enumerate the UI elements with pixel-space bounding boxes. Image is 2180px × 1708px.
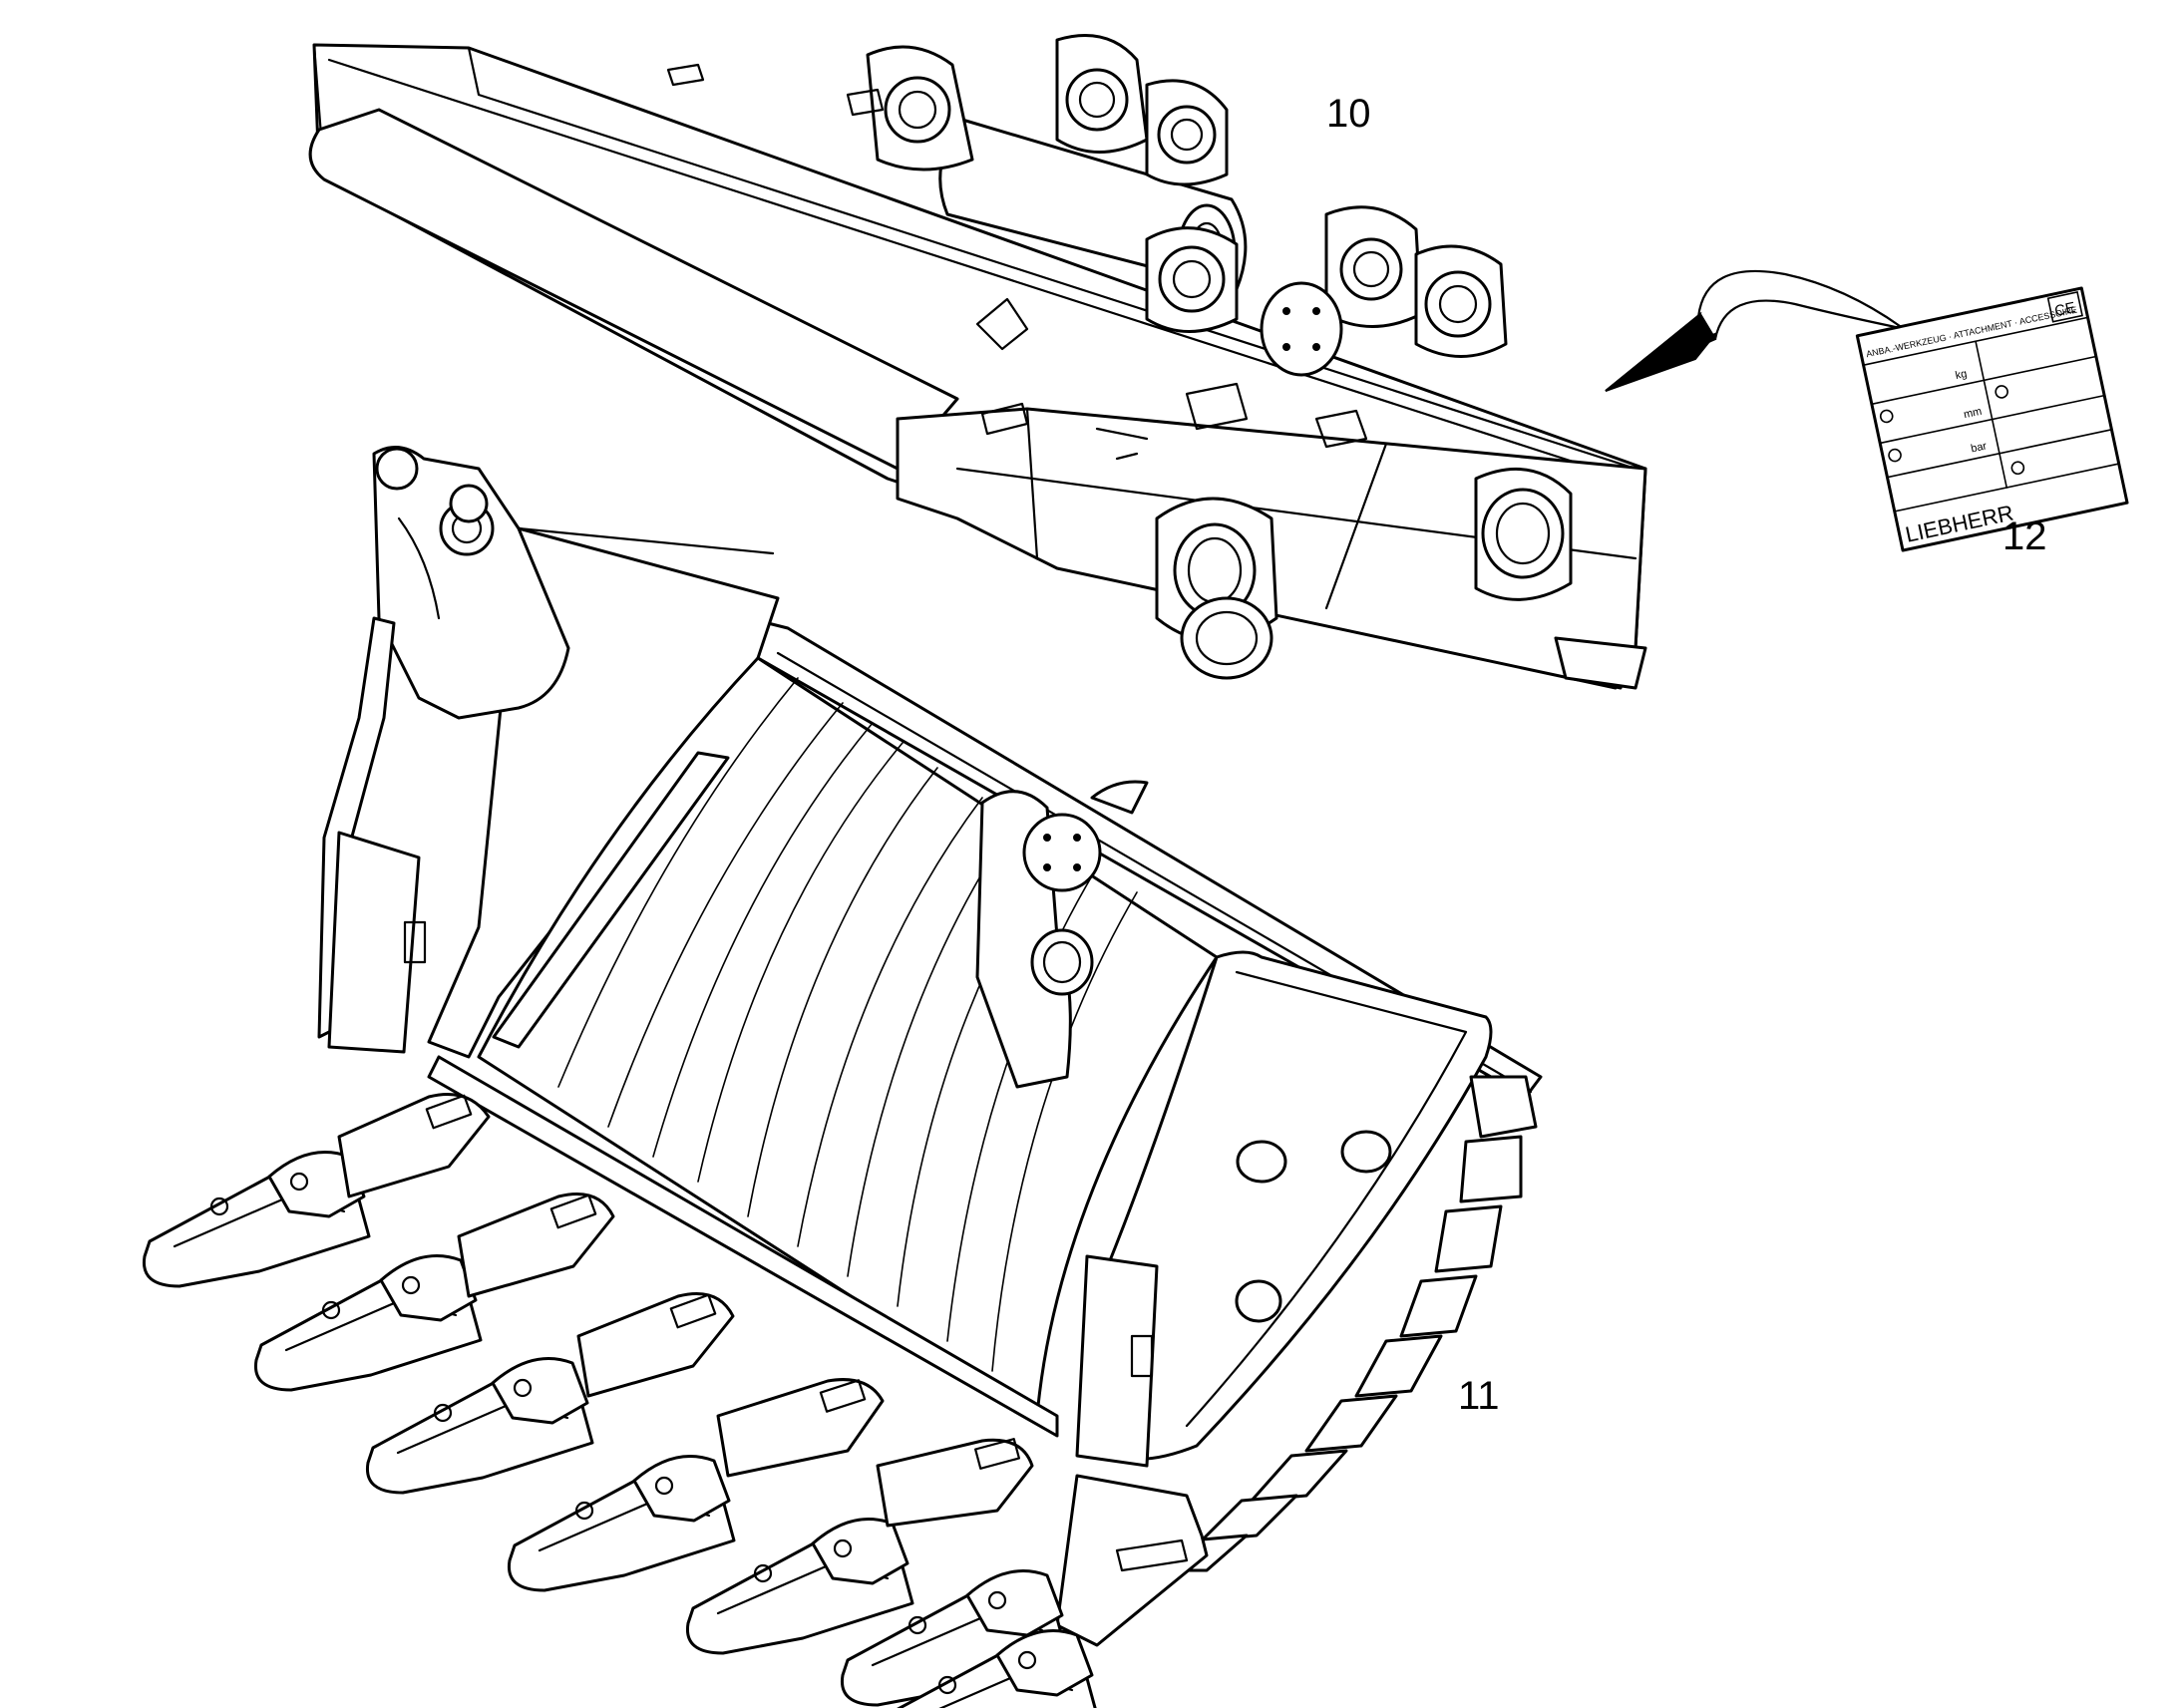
nameplate-unit-kg: kg [1955,368,1969,382]
tooth-5 [685,1518,914,1655]
bucket [317,446,1543,1647]
nameplate: ANBA.-WERKZEUG · ATTACHMENT · ACCESSOIRE… [1855,286,2129,552]
nameplate-ce-mark: CE [2053,299,2077,320]
tooth-1 [142,1151,371,1288]
tooth-7 [897,1629,1097,1708]
tooth-6 [840,1569,1069,1707]
callout-quick-coupler: 10 [1326,92,1371,136]
bucket-teeth [142,1093,1097,1708]
callout-bucket: 11 [1458,1374,1500,1418]
nameplate-unit-bar: bar [1970,440,1988,455]
tooth-2 [253,1254,483,1392]
tooth-3 [365,1357,594,1495]
quick-coupler [308,34,1647,690]
callout-nameplate: 12 [2002,514,2047,558]
nameplate-unit-mm: mm [1963,406,1983,422]
arrow-icon [1605,269,1932,392]
tooth-4 [507,1455,736,1592]
